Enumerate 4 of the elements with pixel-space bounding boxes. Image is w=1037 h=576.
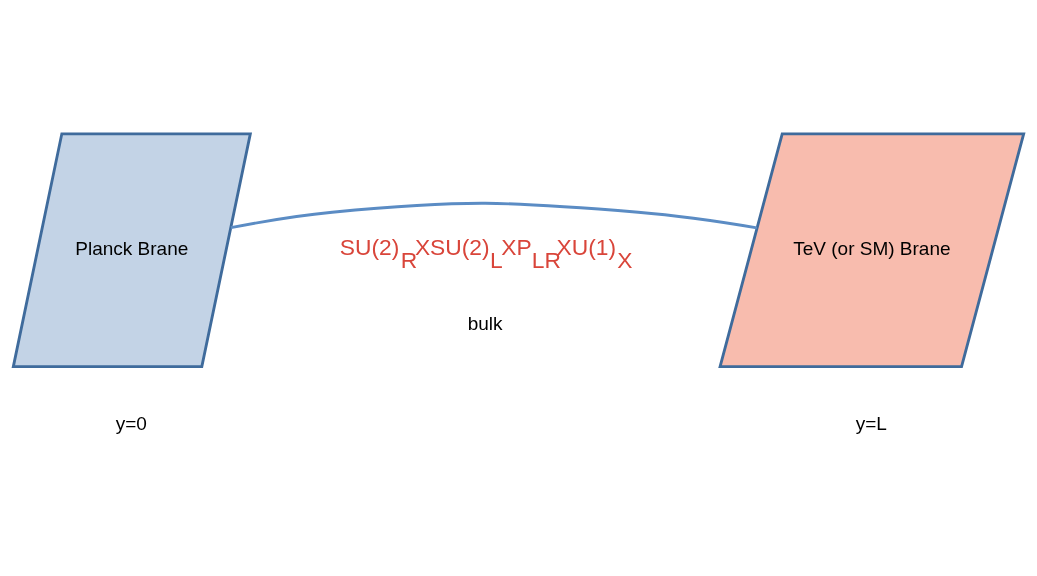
label: bulk	[467, 313, 503, 335]
label: y=L	[855, 412, 887, 434]
label: y=0	[115, 412, 147, 434]
connector	[230, 201, 758, 230]
